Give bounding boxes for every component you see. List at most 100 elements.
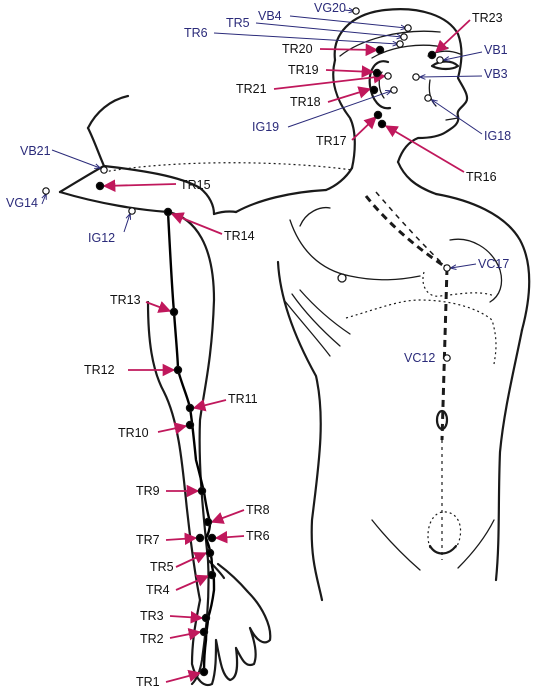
point-tr5-arm: [205, 548, 215, 558]
shoulder-dotted-line: [103, 162, 353, 173]
label-tr19: TR19: [288, 63, 319, 77]
arrow-tr13: [145, 301, 172, 313]
arrow-tr8: [210, 509, 245, 524]
label-ig18: IG18: [484, 129, 511, 143]
point-tr14: [163, 207, 173, 217]
arrow-tr2: [169, 628, 202, 641]
label-vg20: VG20: [314, 1, 346, 15]
label-tr13: TR13: [110, 293, 141, 307]
label-vb1: VB1: [484, 43, 508, 57]
arrow-vc17: [451, 263, 477, 268]
point-tr6-head: [396, 40, 404, 48]
point-ig18: [424, 94, 432, 102]
neck-back: [324, 166, 354, 192]
label-vc17: VC17: [478, 257, 509, 271]
point-tr18: [369, 85, 379, 95]
head-outline: [333, 8, 469, 164]
point-ig12: [128, 207, 136, 215]
arrow-ig19: [287, 91, 391, 128]
label-vg14: VG14: [6, 196, 38, 210]
arrow-tr14: [170, 212, 223, 235]
points-layer: [42, 7, 451, 677]
point-tr4: [207, 570, 217, 580]
label-tr14: TR14: [224, 229, 255, 243]
point-vb1: [436, 56, 444, 64]
label-tr11: TR11: [228, 392, 258, 406]
label-tr1: TR1: [136, 675, 160, 689]
point-tr1: [199, 667, 209, 677]
arrow-tr5-arm: [175, 552, 208, 568]
label-vb3: VB3: [484, 67, 508, 81]
label-tr23: TR23: [472, 11, 503, 25]
arrow-tr6-arm: [214, 530, 245, 544]
pubic-dotted: [427, 511, 462, 549]
point-vc17: [443, 264, 451, 272]
point-tr23: [427, 50, 437, 60]
point-tr5-head: [400, 33, 408, 41]
point-tr11: [185, 403, 195, 413]
arrow-tr23: [435, 19, 471, 53]
point-vc12: [443, 354, 451, 362]
shoulder-top: [102, 164, 216, 216]
label-vc12: VC12: [404, 351, 435, 365]
eye: [430, 60, 460, 71]
left-torso-side: [276, 260, 324, 602]
point-tr19: [372, 68, 382, 78]
groin-right: [457, 519, 495, 569]
point-tr12: [173, 365, 183, 375]
label-ig19: IG19: [252, 120, 279, 134]
arrow-tr16: [384, 125, 465, 173]
label-tr7: TR7: [136, 533, 160, 547]
point-tr16: [377, 119, 387, 129]
point-tr10: [185, 420, 195, 430]
label-vb21: VB21: [20, 144, 51, 158]
neck-front: [396, 160, 438, 196]
label-tr10: TR10: [118, 426, 149, 440]
label-tr5-arm: TR5: [150, 560, 174, 574]
arrow-tr4: [175, 574, 210, 591]
label-tr17: TR17: [316, 134, 347, 148]
arm-inner-edge: [146, 300, 202, 602]
arrow-tr20: [319, 43, 379, 57]
label-tr15: TR15: [180, 178, 211, 192]
arrow-ig12: [123, 214, 130, 233]
point-vb4: [404, 24, 412, 32]
label-tr6-arm: TR6: [246, 529, 270, 543]
arrow-tr11: [192, 399, 227, 412]
label-vb4: VB4: [258, 9, 282, 23]
point-tr8: [203, 517, 213, 527]
label-tr3: TR3: [140, 609, 164, 623]
pectoral-left: [289, 219, 421, 281]
arrow-vb4: [289, 15, 406, 28]
arrow-tr7: [165, 532, 198, 546]
label-tr4: TR4: [146, 583, 170, 597]
arrow-tr3: [169, 611, 204, 624]
arrow-tr1: [165, 669, 202, 683]
arrows-layer: [42, 10, 483, 683]
label-tr21: TR21: [236, 82, 267, 96]
arrow-tr6-head: [213, 32, 398, 44]
arrow-tr21: [273, 71, 387, 90]
arrow-vg14: [42, 194, 46, 205]
point-tr15: [95, 181, 105, 191]
right-shoulder: [434, 192, 531, 332]
labels-layer: VG20 VB4 TR5 TR6 TR20 TR19 TR21 TR18 IG1…: [6, 1, 511, 689]
point-tr21: [384, 72, 392, 80]
label-tr2: TR2: [140, 632, 164, 646]
label-tr20: TR20: [282, 42, 313, 56]
right-torso-side: [494, 328, 524, 582]
point-ig19: [390, 86, 398, 94]
groin-left: [371, 519, 421, 571]
point-vb3: [412, 73, 420, 81]
arrow-tr18: [327, 86, 372, 103]
arm-top: [86, 94, 130, 130]
label-ig12: IG12: [88, 231, 115, 245]
point-tr2: [199, 627, 209, 637]
chest-dashed-line: [364, 195, 448, 270]
rib-cage-dotted: [345, 299, 497, 365]
arrow-tr5-head: [255, 22, 402, 37]
label-tr12: TR12: [84, 363, 115, 377]
point-tr3: [201, 613, 211, 623]
point-tr17: [373, 110, 383, 120]
